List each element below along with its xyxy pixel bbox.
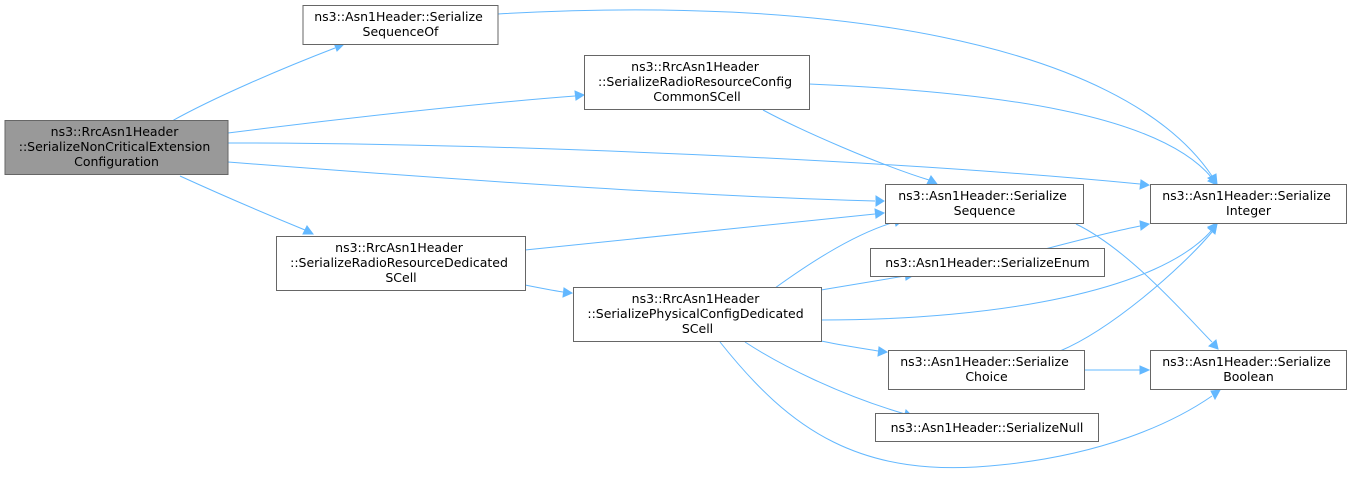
edge-rr-common-to-integer: [808, 83, 1213, 179]
node-sequence-label: ns3::Asn1Header::Serialize Sequence: [898, 188, 1071, 218]
edge-choice-to-boolean-arrowhead: [1139, 365, 1151, 375]
node-root-line-2: ::SerializeNonCriticalExtension: [19, 139, 211, 154]
edge-rr-dedicated-to-phys: [524, 284, 564, 293]
node-serialize-radio-resource-config-common-scell[interactable]: ns3::RrcAsn1Header ::SerializeRadioResou…: [584, 55, 810, 110]
edge-phys-to-enum: [820, 275, 906, 291]
edge-phys-to-choice-arrowhead: [877, 346, 889, 357]
node-serialize-non-critical-extension-configuration[interactable]: ns3::RrcAsn1Header ::SerializeNonCritica…: [4, 120, 229, 175]
node-enum-line-1: ns3::Asn1Header::SerializeEnum: [885, 255, 1089, 270]
node-serialize-physical-config-dedicated-scell[interactable]: ns3::RrcAsn1Header ::SerializePhysicalCo…: [573, 287, 822, 342]
edge-choice-to-integer: [1059, 231, 1213, 352]
edge-sequence-to-boolean: [1075, 223, 1213, 343]
node-rr-common-line-2: ::SerializeRadioResourceConfig: [598, 74, 792, 89]
edge-root-to-sequence: [227, 161, 876, 202]
edge-enum-to-integer-arrowhead: [1139, 220, 1151, 231]
node-choice-line-1: ns3::Asn1Header::Serialize: [900, 354, 1069, 369]
node-serialize-sequence-of[interactable]: ns3::Asn1Header::Serialize SequenceOf: [302, 5, 499, 45]
edge-sequence-to-boolean-arrowhead: [1208, 339, 1219, 350]
edge-phys-to-choice: [820, 340, 879, 352]
node-root-box: [4, 120, 229, 175]
node-serialize-boolean[interactable]: ns3::Asn1Header::Serialize Boolean: [1150, 350, 1347, 390]
edge-rr-common-to-sequence-arrowhead: [926, 175, 938, 185]
edge-phys-to-sequence: [774, 221, 896, 289]
node-phys-line-2: ::SerializePhysicalConfigDedicated: [587, 306, 803, 321]
node-integer-label: ns3::Asn1Header::Serialize Integer: [1162, 188, 1335, 218]
node-serialize-enum[interactable]: ns3::Asn1Header::SerializeEnum: [870, 248, 1105, 277]
node-integer-line-2: Integer: [1226, 203, 1272, 218]
node-boolean-line-2: Boolean: [1223, 369, 1274, 384]
node-serialize-choice[interactable]: ns3::Asn1Header::Serialize Choice: [888, 350, 1085, 390]
node-choice-label: ns3::Asn1Header::Serialize Choice: [900, 354, 1073, 384]
edge-enum-to-integer: [1044, 225, 1141, 250]
node-null-box: [875, 413, 1099, 442]
node-phys-line-1: ns3::RrcAsn1Header: [632, 291, 761, 306]
node-phys-box: [573, 287, 822, 342]
edge-rr-dedicated-to-phys-arrowhead: [562, 287, 574, 298]
edge-phys-to-boolean: [719, 341, 1213, 469]
edge-root-to-rr-dedicated-arrowhead: [302, 225, 314, 235]
node-rr-dedicated-line-2: ::SerializeRadioResourceDedicated: [290, 255, 508, 270]
node-integer-box: [1150, 184, 1347, 224]
node-root-label: ns3::RrcAsn1Header ::SerializeNonCritica…: [19, 124, 215, 169]
edge-choice-to-integer-arrowhead: [1207, 223, 1218, 235]
node-sequenceof-label: ns3::Asn1Header::Serialize SequenceOf: [314, 9, 487, 39]
node-sequence-box: [885, 184, 1084, 224]
node-null-label: ns3::Asn1Header::SerializeNull: [891, 420, 1084, 435]
node-enum-box: [870, 248, 1105, 277]
node-choice-line-2: Choice: [965, 369, 1008, 384]
node-integer-line-1: ns3::Asn1Header::Serialize: [1162, 188, 1331, 203]
node-sequenceof-box: [302, 5, 499, 45]
node-rr-common-line-1: ns3::RrcAsn1Header: [631, 59, 760, 74]
node-serialize-integer[interactable]: ns3::Asn1Header::Serialize Integer: [1150, 184, 1347, 224]
edge-phys-to-null: [744, 341, 906, 415]
edge-phys-to-boolean-arrowhead: [1210, 389, 1221, 401]
node-rr-dedicated-line-1: ns3::RrcAsn1Header: [335, 240, 464, 255]
node-sequenceof-line-1: ns3::Asn1Header::Serialize: [314, 9, 483, 24]
node-sequence-line-1: ns3::Asn1Header::Serialize: [898, 188, 1067, 203]
node-enum-label: ns3::Asn1Header::SerializeEnum: [885, 255, 1089, 270]
node-rr-dedicated-line-3: SCell: [385, 270, 416, 285]
nodes: ns3::RrcAsn1Header ::SerializeNonCritica…: [4, 5, 1347, 442]
node-serialize-radio-resource-dedicated-scell[interactable]: ns3::RrcAsn1Header ::SerializeRadioResou…: [276, 236, 526, 291]
node-null-line-1: ns3::Asn1Header::SerializeNull: [891, 420, 1084, 435]
edge-rr-common-to-sequence: [762, 109, 930, 181]
node-rr-common-line-3: CommonSCell: [653, 89, 741, 104]
edge-root-to-sequence-arrowhead: [875, 195, 885, 207]
edge-phys-to-integer: [820, 229, 1213, 321]
node-phys-label: ns3::RrcAsn1Header ::SerializePhysicalCo…: [587, 291, 807, 336]
edge-rr-common-to-integer-arrowhead: [1206, 175, 1218, 186]
node-rr-common-box: [584, 55, 810, 110]
edge-root-to-rr-common: [227, 95, 576, 134]
node-boolean-line-1: ns3::Asn1Header::Serialize: [1162, 354, 1331, 369]
node-serialize-null[interactable]: ns3::Asn1Header::SerializeNull: [875, 413, 1099, 442]
node-choice-box: [888, 350, 1085, 390]
node-sequenceof-line-2: SequenceOf: [363, 24, 439, 39]
node-boolean-box: [1150, 350, 1347, 390]
edge-root-to-rr-common-arrowhead: [574, 90, 586, 101]
node-serialize-sequence[interactable]: ns3::Asn1Header::Serialize Sequence: [885, 184, 1084, 224]
edge-root-to-integer: [227, 142, 1141, 185]
edge-rr-dedicated-to-sequence: [524, 213, 876, 251]
node-rr-dedicated-box: [276, 236, 526, 291]
edge-rr-dedicated-to-sequence-arrowhead: [874, 208, 886, 219]
edge-sequenceof-to-integer: [497, 9, 1213, 177]
node-root-line-3: Configuration: [74, 154, 159, 169]
node-boolean-label: ns3::Asn1Header::Serialize Boolean: [1162, 354, 1335, 384]
node-root-line-1: ns3::RrcAsn1Header: [51, 124, 180, 139]
edge-root-to-sequenceof: [171, 47, 336, 122]
edges: [171, 9, 1221, 469]
node-rr-dedicated-label: ns3::RrcAsn1Header ::SerializeRadioResou…: [290, 240, 512, 285]
edge-root-to-integer-arrowhead: [1139, 179, 1151, 190]
node-sequence-line-2: Sequence: [954, 203, 1016, 218]
node-rr-common-label: ns3::RrcAsn1Header ::SerializeRadioResou…: [598, 59, 796, 104]
edge-root-to-rr-dedicated: [179, 175, 306, 231]
node-phys-line-3: SCell: [682, 321, 713, 336]
